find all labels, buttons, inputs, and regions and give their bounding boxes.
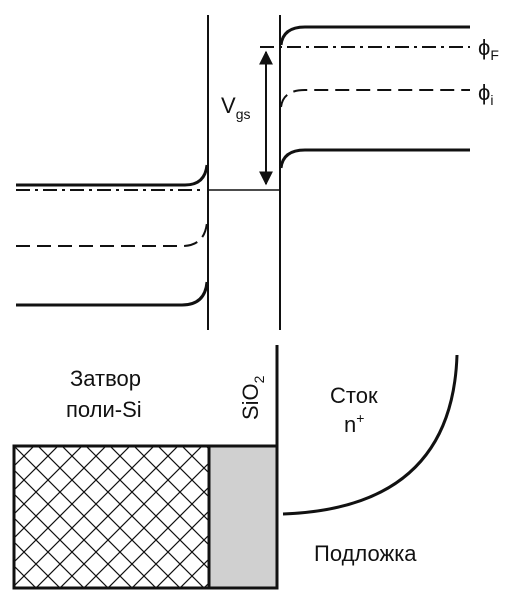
- gate-intrinsic-level: [16, 221, 208, 247]
- phi-f-label: ϕF: [478, 35, 499, 63]
- gate-valence-band: [16, 281, 209, 307]
- substrate-label: Подложка: [314, 541, 417, 566]
- drain-valence-band: [279, 148, 470, 169]
- drain-intrinsic-level: [280, 89, 470, 108]
- drain-type-label: n+: [344, 410, 364, 437]
- phi-i-label: ϕi: [478, 80, 493, 108]
- gate-poly-si-block: [12, 444, 211, 590]
- vgs-label: Vgs: [221, 93, 250, 122]
- gate-label-line1: Затвор: [70, 366, 141, 391]
- gate-conduction-band: [16, 164, 209, 187]
- gate-label-line2: поли-Si: [66, 397, 142, 422]
- oxide-label: SiO2: [238, 375, 267, 420]
- drain-label-line1: Сток: [330, 383, 378, 408]
- oxide-block: [207, 444, 279, 590]
- drain-conduction-band: [279, 25, 470, 46]
- drain-junction-curve: [282, 354, 459, 516]
